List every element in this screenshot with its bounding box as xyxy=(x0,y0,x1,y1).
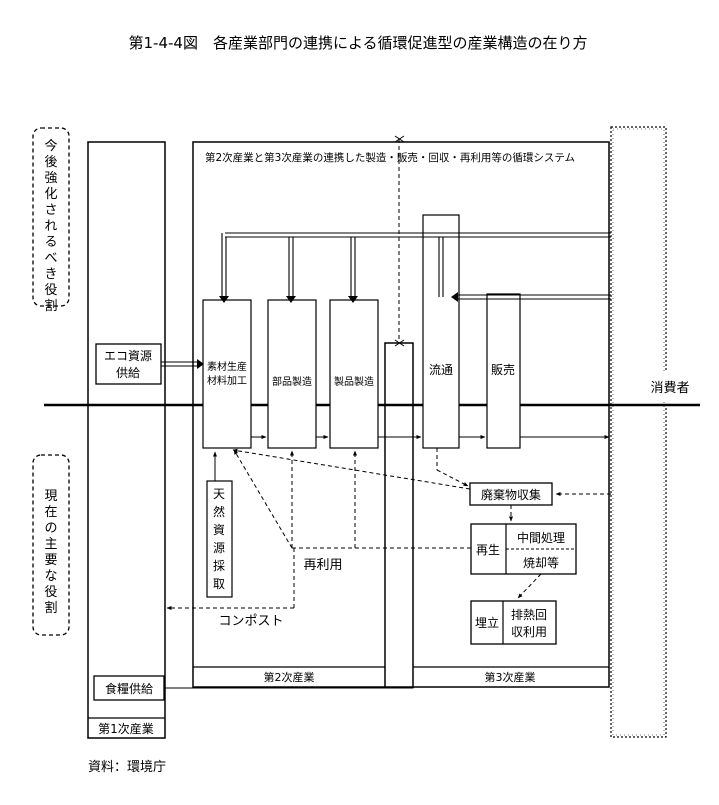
svg-text:供給: 供給 xyxy=(116,366,140,380)
current-role-label: 現 在 の 主 要 な 役 割 xyxy=(44,489,57,616)
compost-label: コンポスト xyxy=(218,614,283,629)
incineration-label: 焼却等 xyxy=(523,556,559,570)
svg-text:る: る xyxy=(44,235,57,250)
products-label: 製品製造 xyxy=(334,375,374,388)
top-channel-markers xyxy=(394,135,405,347)
svg-text:収利用: 収利用 xyxy=(511,625,547,639)
heat-recovery-label: 排熱回 xyxy=(511,608,547,622)
svg-text:材料加工: 材料加工 xyxy=(207,374,247,387)
consumer-box xyxy=(610,126,667,738)
eco-resource-supply-box xyxy=(95,343,162,385)
natural-resource-box xyxy=(206,480,233,598)
primary-industry-label: 第1次産業 xyxy=(98,721,154,736)
svg-text:エコ資源: エコ資源 xyxy=(104,349,152,363)
svg-text:役: 役 xyxy=(44,283,57,298)
sector-divider xyxy=(384,342,414,688)
svg-text:天: 天 xyxy=(213,487,225,501)
reuse-label: 再利用 xyxy=(303,558,342,573)
tertiary-industry-label: 第3次産業 xyxy=(485,670,536,684)
svg-text:化: 化 xyxy=(44,187,57,202)
parts-box xyxy=(267,299,317,449)
svg-text:べ: べ xyxy=(44,251,57,266)
svg-text:強: 強 xyxy=(44,171,57,186)
distribution-label: 流通 xyxy=(429,363,453,377)
landfill-box xyxy=(470,600,557,645)
food-supply-flow xyxy=(164,687,414,689)
natural-resource-label: 天 然 資 源 採 取 xyxy=(213,487,225,591)
food-supply-label: 食糧供給 xyxy=(105,681,153,696)
svg-text:後: 後 xyxy=(44,155,57,170)
svg-text:さ: さ xyxy=(44,203,57,218)
regeneration-label: 再生 xyxy=(476,543,500,557)
svg-text:取: 取 xyxy=(213,577,225,591)
primary-industry-column xyxy=(87,141,166,739)
svg-text:な: な xyxy=(44,569,57,584)
products-box xyxy=(329,299,379,449)
waste-collection-label: 廃棄物収集 xyxy=(481,487,541,502)
svg-text:今: 今 xyxy=(44,138,57,154)
source-label: 資料：環境庁 xyxy=(88,760,166,775)
eco-supply-flow xyxy=(161,361,198,367)
svg-text:資: 資 xyxy=(213,523,225,537)
sales-box xyxy=(486,293,521,449)
current-role-box xyxy=(32,454,70,636)
svg-text:の: の xyxy=(44,521,57,536)
svg-text:在: 在 xyxy=(44,505,57,520)
future-role-label: 今 後 強 化 さ れ る べ き 役 割 xyxy=(44,138,57,314)
svg-text:割: 割 xyxy=(44,298,57,314)
figure-title: 第1-4-4図 各産業部門の連携による循環促進型の産業構造の在り方 xyxy=(128,34,587,52)
system-title: 第2次産業と第3次産業の連携した製造・販売・回収・再利用等の循環システム xyxy=(205,151,575,164)
svg-text:主: 主 xyxy=(44,537,57,552)
distribution-box xyxy=(422,214,460,449)
materials-box xyxy=(202,299,252,449)
food-supply-box xyxy=(93,675,165,701)
svg-text:採: 採 xyxy=(213,559,225,573)
sales-label: 販売 xyxy=(491,362,515,377)
consumer-label: 消費者 xyxy=(650,381,689,396)
feedback-arrowheads xyxy=(219,292,458,303)
svg-text:役: 役 xyxy=(44,585,57,600)
svg-text:源: 源 xyxy=(213,541,225,555)
consumer-feedback-lines xyxy=(221,232,611,300)
future-role-box xyxy=(32,127,70,307)
intermediate-processing-label: 中間処理 xyxy=(517,530,565,545)
dashed-return-flows xyxy=(166,139,611,610)
svg-text:割: 割 xyxy=(44,600,57,616)
svg-text:然: 然 xyxy=(213,504,225,519)
svg-text:素材生産: 素材生産 xyxy=(207,360,247,373)
svg-text:要: 要 xyxy=(44,553,57,568)
svg-text:現: 現 xyxy=(44,489,57,504)
landfill-label: 埋立 xyxy=(475,615,499,630)
svg-text:き: き xyxy=(44,267,57,282)
svg-text:れ: れ xyxy=(44,219,57,234)
parts-label: 部品製造 xyxy=(272,375,312,388)
secondary-industry-label: 第2次産業 xyxy=(264,670,315,684)
